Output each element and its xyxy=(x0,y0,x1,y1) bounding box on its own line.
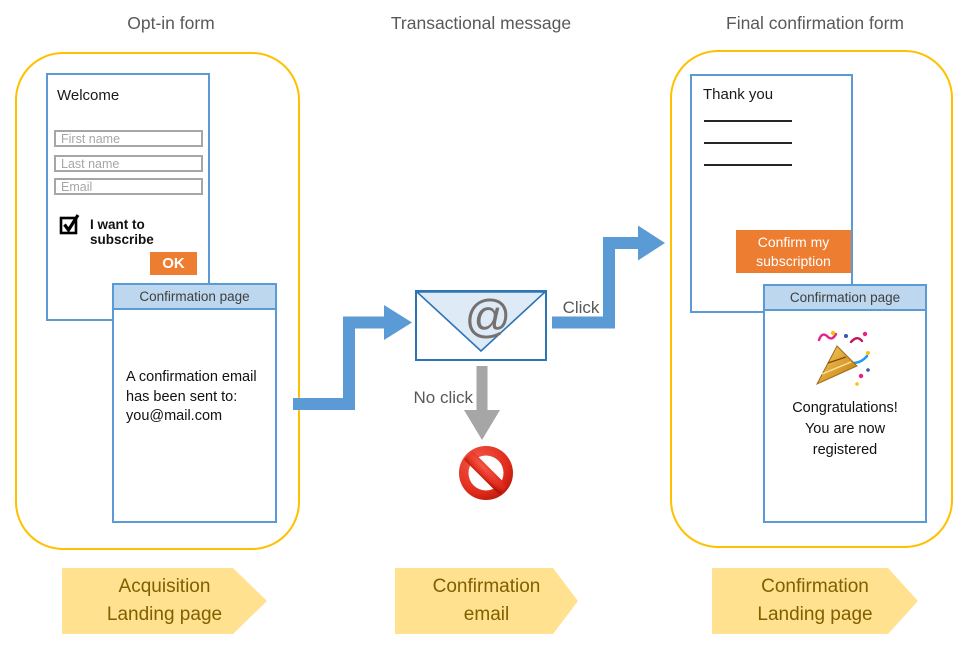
first-name-input[interactable] xyxy=(54,130,203,147)
column-header-final-confirmation-form: Final confirmation form xyxy=(726,13,904,33)
no-click-label: No click xyxy=(413,388,473,407)
congratulations-text: Congratulations! You are now registered xyxy=(792,400,898,458)
column-header-optin-form: Opt-in form xyxy=(127,13,215,33)
confirm-subscription-button[interactable]: Confirm my subscription xyxy=(736,230,851,273)
column-header-transactional-message: Transactional message xyxy=(390,13,572,33)
banner-label: Acquisition Landing page xyxy=(106,576,223,625)
optin-form-title: Welcome xyxy=(57,87,120,104)
placeholder-line xyxy=(704,120,792,122)
flow-arrow-to-email-icon xyxy=(288,298,420,415)
subscribe-checkbox-label: I want to subscribe xyxy=(90,217,154,247)
optin-confirmation-page-window: Confirmation page A confirmation email h… xyxy=(112,283,277,523)
banner-confirmation-email: Confirmation email xyxy=(395,568,578,634)
click-label: Click xyxy=(562,298,600,317)
placeholder-line xyxy=(704,142,792,144)
final-confirmation-form-window: Thank you Confirm my subscription xyxy=(690,74,853,313)
banner-acquisition-landing-page: Acquisition Landing page xyxy=(62,568,267,634)
ok-button[interactable]: OK xyxy=(150,252,197,275)
optin-confirmation-page-titlebar: Confirmation page xyxy=(114,285,275,310)
flow-arrow-no-click-icon xyxy=(460,366,505,442)
flow-arrow-click-icon xyxy=(548,224,668,334)
placeholder-line xyxy=(704,164,792,166)
confirmation-landing-page-container xyxy=(670,50,953,548)
at-symbol: @ xyxy=(464,290,512,342)
banner-label: Confirmation email xyxy=(432,576,541,625)
final-confirmation-page-titlebar: Confirmation page xyxy=(765,286,925,311)
confirmation-email-sent-text: A confirmation email has been sent to: y… xyxy=(126,369,257,424)
acquisition-landing-page-container xyxy=(15,52,300,550)
final-form-title: Thank you xyxy=(703,86,774,103)
email-input[interactable] xyxy=(54,178,203,195)
party-popper-icon xyxy=(813,326,871,390)
email-envelope-icon xyxy=(414,290,548,361)
final-confirmation-page-window: Confirmation page xyxy=(763,284,927,523)
no-entry-icon xyxy=(457,444,515,502)
banner-label: Confirmation Landing page xyxy=(757,576,873,625)
subscribe-checkbox-icon[interactable] xyxy=(59,213,80,235)
banner-confirmation-landing-page: Confirmation Landing page xyxy=(712,568,918,634)
last-name-input[interactable] xyxy=(54,155,203,172)
